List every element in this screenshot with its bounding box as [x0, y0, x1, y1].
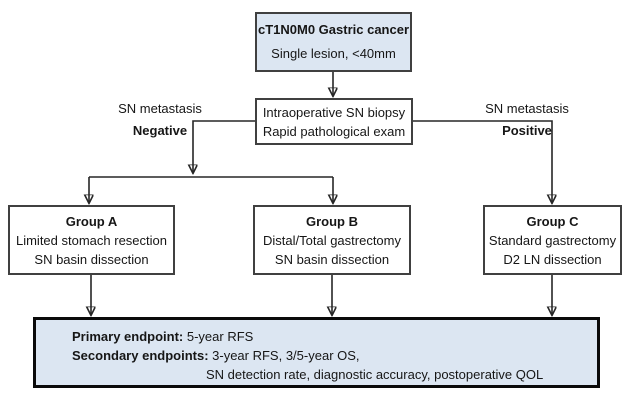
positive-branch-result: Positive — [502, 123, 552, 138]
group-a-line2: SN basin dissection — [34, 251, 149, 267]
biopsy-line1: Intraoperative SN biopsy — [262, 104, 406, 120]
secondary-endpoints-line2: SN detection rate, diagnostic accuracy, … — [206, 367, 544, 382]
positive-branch-label: SN metastasis Positive — [462, 101, 592, 139]
positive-branch-text: SN metastasis — [485, 101, 569, 116]
group-b-name: Group B — [306, 213, 358, 229]
biopsy-box: Intraoperative SN biopsy Rapid pathologi… — [255, 98, 413, 145]
group-b-line2: SN basin dissection — [274, 251, 390, 267]
group-c-line1: Standard gastrectomy — [488, 232, 617, 248]
secondary-endpoints-label: Secondary endpoints: — [72, 348, 209, 363]
eligibility-subtitle: Single lesion, <40mm — [271, 46, 396, 61]
eligibility-title: cT1N0M0 Gastric cancer — [257, 22, 410, 37]
group-b-line1: Distal/Total gastrectomy — [263, 232, 401, 248]
eligibility-box: cT1N0M0 Gastric cancer Single lesion, <4… — [255, 12, 412, 72]
group-c-box: Group C Standard gastrectomy D2 LN disse… — [483, 205, 622, 275]
group-c-line2: D2 LN dissection — [503, 251, 602, 267]
endpoints-box: Primary endpoint: 5-year RFS Secondary e… — [33, 317, 600, 388]
primary-endpoint-label: Primary endpoint: — [72, 329, 184, 344]
group-a-box: Group A Limited stomach resection SN bas… — [8, 205, 175, 275]
primary-endpoint-value: 5-year RFS — [183, 329, 254, 344]
negative-branch-result: Negative — [132, 123, 188, 138]
biopsy-line2: Rapid pathological exam — [262, 123, 406, 139]
negative-branch-text: SN metastasis — [118, 101, 202, 116]
group-a-name: Group A — [65, 213, 118, 229]
group-c-name: Group C — [526, 213, 579, 229]
primary-endpoint-line: Primary endpoint: 5-year RFS — [72, 327, 597, 346]
group-a-line1: Limited stomach resection — [15, 232, 167, 248]
negative-branch-label: SN metastasis Negative — [95, 101, 225, 139]
secondary-endpoints-line: Secondary endpoints: 3-year RFS, 3/5-yea… — [72, 346, 597, 365]
secondary-endpoints-value: 3-year RFS, 3/5-year OS, — [208, 348, 360, 363]
group-b-box: Group B Distal/Total gastrectomy SN basi… — [253, 205, 411, 275]
